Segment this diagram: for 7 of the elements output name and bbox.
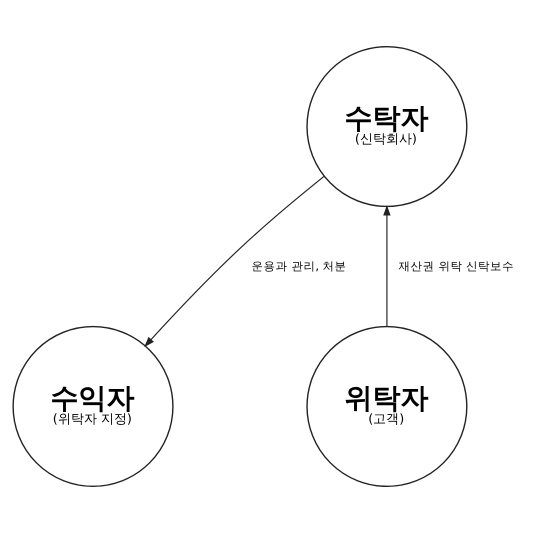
edge-label: 운용과 관리, 처분 xyxy=(252,259,347,273)
node-circle: 수익자 (위탁자 지정) xyxy=(12,326,174,488)
arrow xyxy=(144,176,325,348)
node-circle: 수탁자 (신탁회사) xyxy=(306,46,468,208)
arrow xyxy=(383,204,391,326)
edge-label: 재산권 위탁 신탁보수 xyxy=(398,259,514,273)
node-circle: 위탁자 (고객) xyxy=(306,326,468,488)
